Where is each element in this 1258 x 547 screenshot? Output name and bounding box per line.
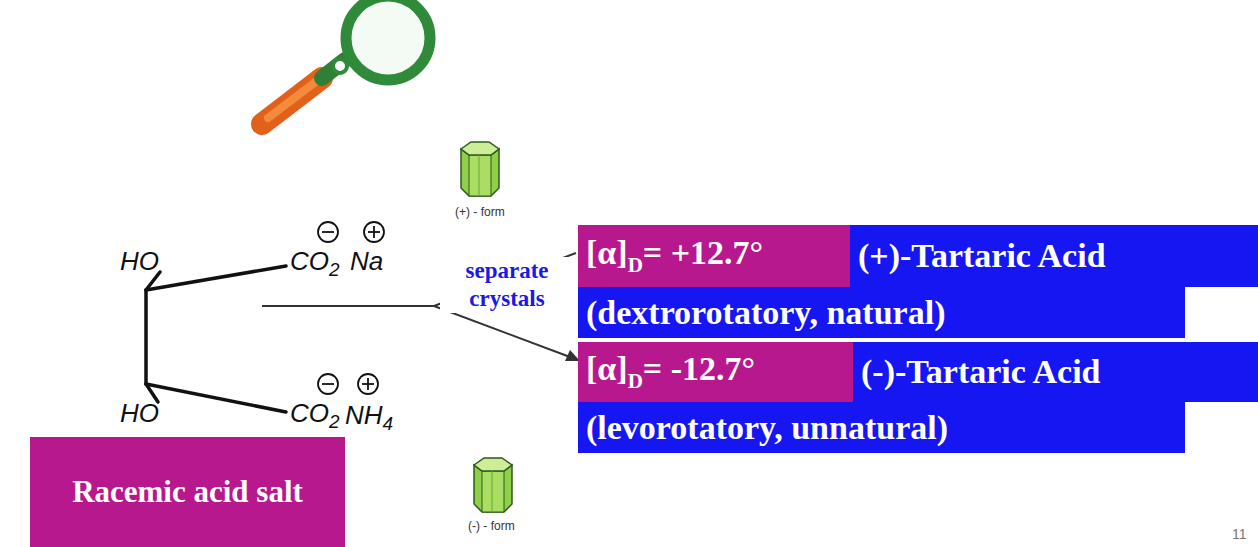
box-text: Racemic acid salt: [72, 474, 303, 509]
box-text: (+)-Tartaric Acid: [858, 237, 1106, 274]
racemate-box: Racemic acid salt: [30, 437, 345, 547]
atom-label-group: CO2: [290, 398, 340, 433]
compound-name: (+)-Tartaric Acid: [850, 225, 1258, 287]
atom-label: HO: [120, 246, 159, 276]
atom-label: HO: [120, 398, 159, 428]
step-label-group: separate crystals: [440, 257, 574, 313]
subscript: 2: [329, 411, 340, 432]
atom-label-group: NH4: [345, 400, 393, 435]
compound-name: (-)-Tartaric Acid: [853, 342, 1258, 402]
subscript: 4: [383, 413, 394, 434]
atom-label: CO: [290, 398, 329, 428]
magnifying-glass: [262, 0, 430, 124]
crystal-plus: [461, 142, 499, 196]
page-number: 11: [1232, 526, 1247, 542]
bond-lines: [146, 266, 286, 412]
rotation-value: [α]D= -12.7°: [578, 342, 853, 402]
crystal-minus: [474, 458, 512, 512]
atom-label-group: CO2: [290, 246, 340, 281]
crystal-label-group: (+) - form: [455, 205, 505, 219]
compound-note: (dextrorotatory, natural): [578, 287, 1185, 338]
subscript: D: [628, 369, 643, 393]
rotation-value: [α]D= +12.7°: [578, 225, 850, 287]
box-text: (-)-Tartaric Acid: [861, 353, 1101, 390]
compound-note: (levorotatory, unnatural): [578, 402, 1185, 453]
rotation-text: = -12.7°: [643, 350, 755, 387]
crystal-label: (+) - form: [455, 205, 505, 219]
subscript: 2: [329, 259, 340, 280]
rotation-text: = +12.7°: [643, 234, 763, 271]
crystal-label: (-) - form: [468, 519, 515, 533]
atom-label-group: HO: [120, 246, 159, 277]
crystal-label-group: (-) - form: [468, 519, 515, 533]
box-text: (levorotatory, unnatural): [586, 409, 948, 446]
step-label: separate crystals: [465, 258, 548, 311]
rotation-text: [α]: [586, 350, 628, 387]
atom-label-group: Na: [350, 246, 383, 277]
box-text: (dextrorotatory, natural): [586, 294, 945, 331]
page-number-group: 11: [1232, 526, 1247, 542]
atom-label: Na: [350, 246, 383, 276]
subscript: D: [628, 253, 643, 277]
rotation-text: [α]: [586, 234, 628, 271]
atom-label: NH: [345, 400, 383, 430]
atom-label: CO: [290, 246, 329, 276]
atom-label-group: HO: [120, 398, 159, 429]
